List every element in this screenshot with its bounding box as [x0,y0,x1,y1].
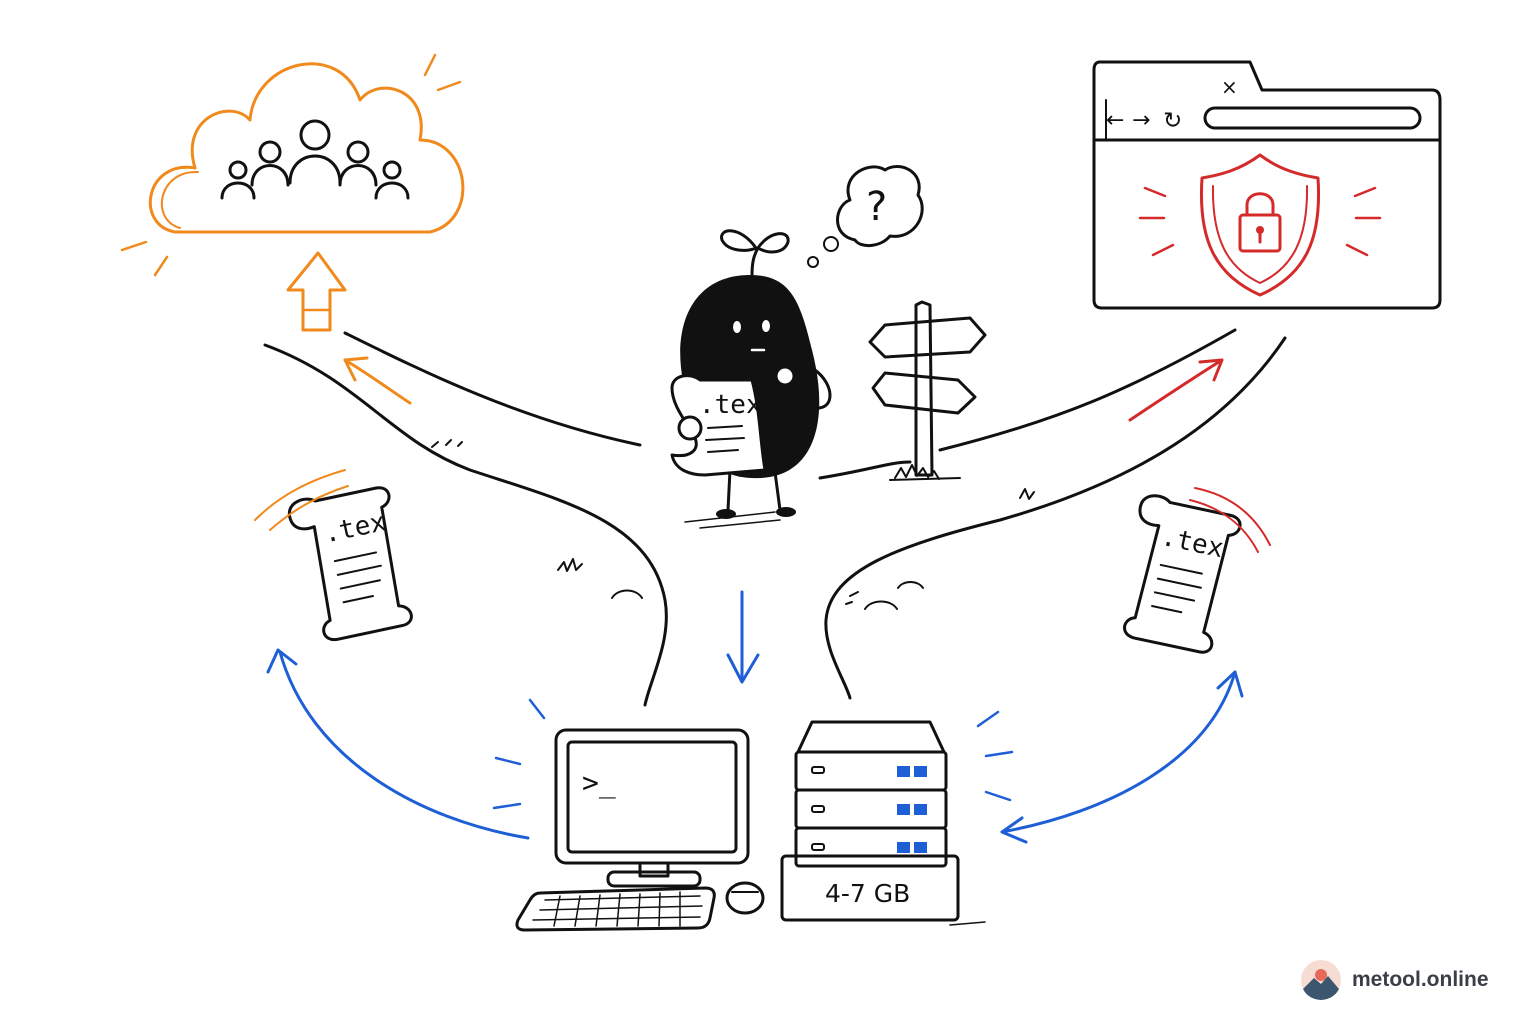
road-fork [263,328,1287,707]
watermark-text: metool.online [1352,968,1489,991]
cloud-collaboration-icon [120,53,465,277]
forward-icon: → [1132,108,1150,133]
storage-size-label: 4-7 GB [825,879,910,908]
thought-bubble: ? [807,164,924,268]
shield-lock-icon [1199,153,1321,297]
signpost-icon [868,300,987,481]
back-icon: ← [1106,108,1124,133]
secure-browser-window: × ← → ↻ [1092,60,1442,310]
tex-document-left: .tex [287,486,413,642]
tex-label-center: .tex [699,390,762,420]
local-path-arrow-down [726,590,760,684]
local-computer-icon: >_ [515,728,765,932]
metool-logo-icon [1301,960,1341,1000]
question-mark-icon: ? [866,184,887,230]
reload-icon: ↻ [1163,108,1182,134]
terminal-prompt-text: >_ [582,766,616,800]
bean-character: .tex [670,229,832,529]
watermark: metool.online [1300,958,1489,1002]
team-icon [220,119,410,200]
local-left-loop-arrow [266,648,530,840]
tex-document-held: .tex [670,374,767,477]
local-server-icon: 4-7 GB [780,720,986,926]
upload-arrow-icon [286,251,347,332]
tex-document-right: .tex [1123,494,1242,654]
cloud-path-arrow [343,356,412,405]
close-icon: × [1221,75,1238,99]
secure-path-arrow [1128,358,1224,422]
local-right-loop-arrow [1000,670,1244,844]
